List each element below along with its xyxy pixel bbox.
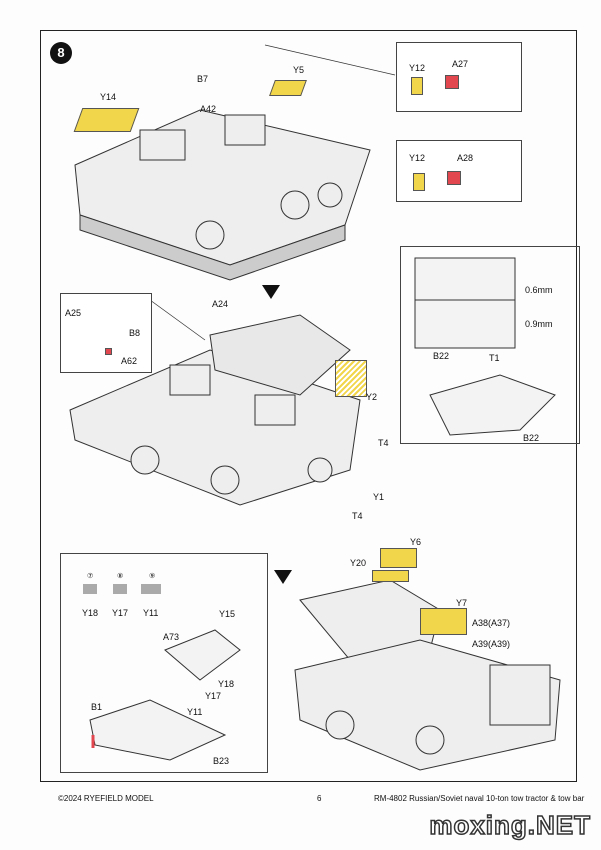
label-a39: A39(A39) (472, 639, 511, 649)
label-b8: B8 (129, 328, 141, 338)
label-t1: T1 (489, 353, 500, 363)
part-y2 (335, 360, 367, 397)
down-arrow-1 (262, 285, 280, 299)
vehicle-bottom (294, 579, 561, 771)
label-y11: Y11 (187, 707, 203, 717)
label-b7: B7 (197, 74, 209, 84)
footer-copyright: ©2024 RYEFIELD MODEL (58, 794, 154, 803)
label-y12: Y12 (409, 63, 426, 73)
part-y14 (73, 108, 140, 132)
step-frame (40, 30, 577, 782)
part-a28 (447, 171, 461, 185)
label-y11-icon: Y11 (143, 608, 159, 618)
label-y18: Y18 (218, 679, 235, 689)
label-b22-2: B22 (523, 433, 540, 443)
dial-icon-y18 (83, 584, 97, 594)
part-y5 (269, 80, 307, 96)
label-a38: A38(A37) (472, 618, 511, 628)
icon-num-9: ⑨ (149, 573, 156, 580)
inset-a28: Y12 A28 (396, 140, 522, 202)
part-y12 (411, 77, 423, 95)
part-y7 (420, 608, 467, 635)
label-y17: Y17 (205, 691, 222, 701)
label-y7: Y7 (456, 598, 468, 608)
label-y17-icon: Y17 (112, 608, 129, 618)
label-a25: A25 (65, 308, 82, 318)
watermark: moxing.NET (429, 809, 591, 841)
tray-b1 (89, 629, 241, 761)
label-a42: A42 (200, 104, 217, 114)
label-0-9mm: 0.9mm (525, 319, 553, 329)
label-y18-icon: Y18 (82, 608, 99, 618)
icon-num-7: ⑦ (87, 573, 94, 580)
label-y1: Y1 (373, 492, 385, 502)
callout-wheel: A25 B8 A62 (60, 293, 152, 373)
page-number: 6 (317, 794, 322, 803)
label-y15: Y15 (219, 609, 236, 619)
icon-num-8: ⑧ (117, 573, 124, 580)
label-y14: Y14 (100, 92, 117, 102)
label-b23: B23 (213, 756, 230, 766)
label-y20: Y20 (350, 558, 367, 568)
down-arrow-2 (274, 570, 292, 584)
dial-icon-y17 (113, 584, 127, 594)
b22-parts (414, 257, 556, 436)
label-b22: B22 (433, 351, 450, 361)
label-a27: A27 (452, 59, 469, 69)
step-number: 8 (50, 42, 72, 64)
label-a24: A24 (212, 299, 229, 309)
part-a27 (445, 75, 459, 89)
label-y5: Y5 (293, 65, 305, 75)
dial-icon-y11 (141, 584, 161, 594)
label-a28: A28 (457, 153, 474, 163)
part-y6 (380, 548, 417, 568)
label-t4: T4 (378, 438, 389, 448)
label-y2: Y2 (366, 392, 378, 402)
inset-b22: 0.6mm 0.9mm B22 T1 B22 (400, 246, 580, 444)
inset-a27: Y12 A27 (396, 42, 522, 112)
label-b1: B1 (91, 702, 103, 712)
label-y12: Y12 (409, 153, 426, 163)
label-y6: Y6 (410, 537, 422, 547)
inset-bottom-left: ⑦ ⑧ ⑨ Y18 Y17 Y11 Y15 A73 Y18 Y17 Y11 B1… (60, 553, 268, 773)
label-a73: A73 (163, 632, 180, 642)
part-y12 (413, 173, 425, 191)
part-a62-mark (105, 348, 112, 355)
label-t4-2: T4 (352, 511, 363, 521)
kit-title: RM-4802 Russian/Soviet naval 10-ton tow … (374, 794, 585, 803)
label-0-6mm: 0.6mm (525, 285, 553, 295)
chassis-top (74, 44, 396, 281)
label-a62: A62 (121, 356, 138, 366)
chassis-middle (69, 299, 361, 506)
part-y20 (372, 570, 409, 582)
